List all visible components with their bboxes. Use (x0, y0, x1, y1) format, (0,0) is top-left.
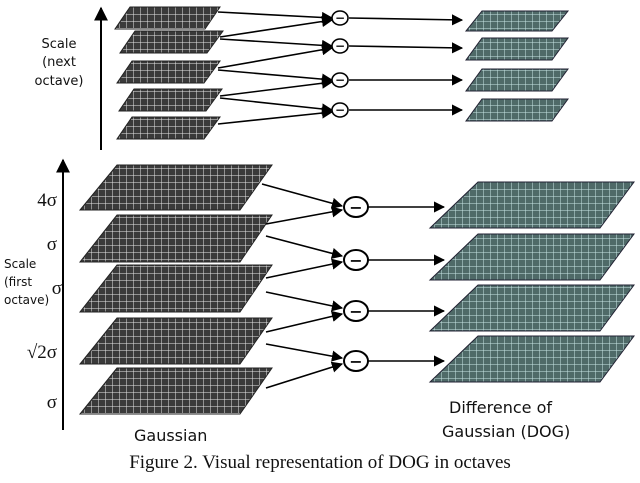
arrow-3b (265, 310, 344, 333)
gaussian-label: Gaussian (134, 426, 207, 445)
top-subtract-symbol-1: − (335, 11, 345, 25)
top-axis-label-2: (next (42, 55, 76, 70)
top-dog-layer-3 (465, 68, 569, 92)
subtract-node-4: − (343, 350, 369, 372)
subtract-symbol-3: − (349, 302, 362, 321)
arrow-2b (265, 258, 344, 279)
top-subtract-node-3: − (331, 72, 349, 88)
gaussian-layer-3 (78, 264, 273, 313)
top-arrow-3a (217, 69, 334, 85)
subtract-symbol-1: − (349, 198, 362, 217)
gaussian-layer-4 (78, 317, 273, 365)
top-gaussian-layer-4 (118, 88, 223, 112)
sigma-label-base: σ (47, 392, 57, 413)
top-dog-layer-4 (465, 98, 569, 122)
subtract-node-3: − (343, 300, 369, 322)
top-arrow-4b (217, 107, 334, 125)
subtract-symbol-4: − (349, 352, 362, 371)
top-dog-layer-1 (464, 10, 570, 32)
dog-layer-2 (428, 233, 635, 281)
subtract-symbol-2: − (349, 251, 362, 270)
top-gaussian-layer-3 (116, 60, 221, 84)
top-arrow-1a (217, 11, 334, 24)
top-out-arrow-2 (348, 42, 464, 54)
first-axis-label-2: (first (4, 275, 32, 289)
top-subtract-symbol-4: − (335, 103, 345, 117)
arrow-1b (265, 206, 344, 225)
top-gaussian-layer-2 (119, 30, 224, 54)
top-arrow-2b (217, 44, 334, 69)
top-arrow-1b (219, 15, 334, 38)
arrow-4a (265, 343, 344, 362)
gaussian-layer-2 (78, 214, 273, 263)
sigma-label-middle: σ (52, 278, 62, 299)
top-arrow-4a (219, 97, 334, 115)
top-subtract-node-4: − (331, 102, 349, 118)
top-gaussian-layer-5 (116, 116, 221, 140)
dog-layer-4 (428, 335, 635, 383)
figure-caption: Figure 2. Visual representation of DOG i… (129, 452, 511, 473)
dog-layer-3 (428, 284, 635, 332)
subtract-node-2: − (343, 249, 369, 271)
dog-layer-1 (428, 181, 635, 229)
arrow-1a (261, 183, 344, 209)
top-subtract-node-2: − (331, 38, 349, 54)
dog-label-line-1: Difference of (449, 398, 552, 417)
top-dog-layer-2 (465, 37, 569, 61)
top-subtract-symbol-2: − (335, 39, 345, 53)
first-axis-label-3: octave) (4, 293, 49, 307)
arrow-4b (265, 361, 344, 389)
sigma-label-4sigma: 4σ (37, 190, 57, 211)
top-arrow-3b (219, 77, 334, 97)
sigma-label-sqrt2: √2σ (27, 342, 57, 363)
top-arrow-2a (219, 38, 334, 51)
gaussian-layer-1 (78, 164, 273, 211)
subtract-node-1: − (343, 196, 369, 218)
dog-label-line-2: Gaussian (DOG) (442, 422, 570, 441)
top-out-arrow-1 (348, 14, 464, 26)
arrow-2a (265, 235, 344, 259)
arrow-3a (265, 291, 344, 312)
top-subtract-symbol-3: − (335, 73, 345, 87)
top-axis-label-3: octave) (35, 74, 84, 89)
sigma-label-upper: σ (47, 234, 57, 255)
top-subtract-node-1: − (331, 10, 349, 26)
top-gaussian-layer-1 (114, 6, 221, 30)
first-axis-label-1: Scale (4, 257, 36, 271)
top-axis-label-1: Scale (42, 37, 77, 52)
gaussian-layer-5 (78, 367, 273, 415)
